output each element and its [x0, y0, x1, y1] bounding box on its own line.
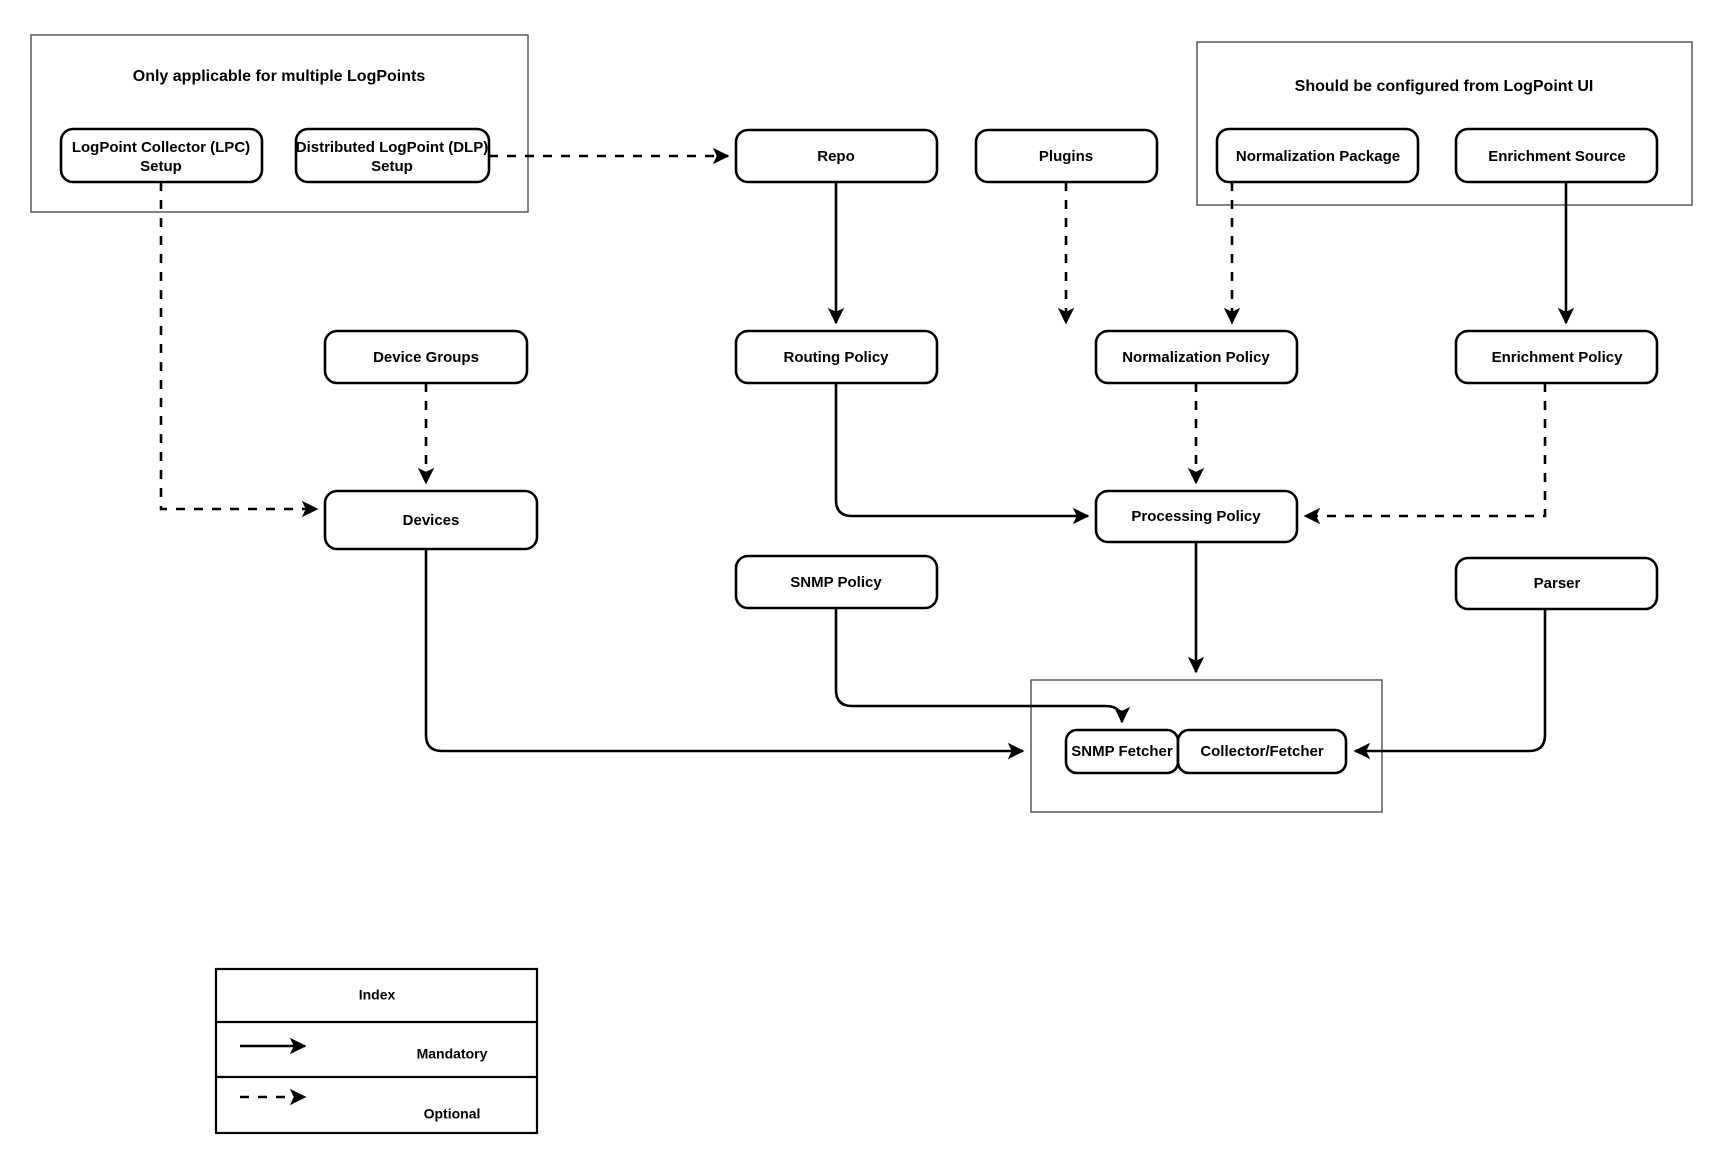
node-devices[interactable]: Devices: [323, 489, 539, 551]
node-dlp-setup-label-line2: Setup: [371, 158, 413, 175]
node-repo-box[interactable]: [734, 128, 939, 184]
group-logpoint-ui: Should be configured from LogPoint UI: [1196, 41, 1693, 206]
node-repo-label: Repo: [817, 148, 855, 165]
node-collector-fetcher[interactable]: Collector/Fetcher: [1176, 728, 1348, 775]
node-enrichment-source-box[interactable]: [1454, 127, 1659, 184]
node-lpc-setup-label-line2: Setup: [140, 158, 182, 175]
node-lpc-setup-label-line1: LogPoint Collector (LPC): [72, 139, 250, 156]
node-normalization-policy-label: Normalization Policy: [1122, 349, 1270, 366]
group-multi-logpoints-box: [30, 34, 529, 213]
node-repo[interactable]: Repo: [734, 128, 939, 184]
edge-enrichment-policy-to-processing-policy: [1303, 383, 1547, 525]
node-normalization-package[interactable]: Normalization Package: [1215, 127, 1420, 184]
node-plugins-label: Plugins: [1039, 148, 1093, 165]
node-normalization-package-box[interactable]: [1215, 127, 1420, 184]
node-processing-policy-label: Processing Policy: [1131, 508, 1261, 525]
node-device-groups-label: Device Groups: [373, 349, 479, 366]
node-routing-policy-box[interactable]: [734, 329, 939, 385]
edge-lpc-setup-to-devices: [159, 182, 319, 518]
edge-routing-policy-to-processing-policy: [834, 383, 1090, 525]
node-normalization-policy[interactable]: Normalization Policy: [1094, 329, 1299, 385]
node-enrichment-policy[interactable]: Enrichment Policy: [1454, 329, 1659, 385]
edge-parser-to-collector-fetcher: [1353, 609, 1547, 760]
legend-optional-label: Optional: [424, 1106, 481, 1122]
node-snmp-policy[interactable]: SNMP Policy: [734, 554, 939, 610]
node-devices-box[interactable]: [323, 489, 539, 551]
legend-mandatory-label: Mandatory: [417, 1046, 488, 1062]
node-enrichment-policy-label: Enrichment Policy: [1492, 349, 1624, 366]
legend-box: [214, 967, 539, 1135]
group-multi-logpoints-label: Only applicable for multiple LogPoints: [133, 68, 426, 85]
node-lpc-setup[interactable]: LogPoint Collector (LPC) Setup: [59, 127, 264, 184]
node-parser-label: Parser: [1534, 575, 1581, 592]
node-normalization-package-label: Normalization Package: [1236, 148, 1400, 165]
node-device-groups[interactable]: Device Groups: [323, 329, 529, 385]
node-dlp-setup[interactable]: Distributed LogPoint (DLP) Setup: [294, 127, 491, 184]
node-device-groups-box[interactable]: [323, 329, 529, 385]
group-fetcher: [1030, 679, 1383, 813]
node-snmp-policy-label: SNMP Policy: [790, 574, 882, 591]
group-logpoint-ui-label: Should be configured from LogPoint UI: [1295, 78, 1594, 95]
node-enrichment-source[interactable]: Enrichment Source: [1454, 127, 1659, 184]
node-plugins[interactable]: Plugins: [974, 128, 1159, 184]
node-collector-fetcher-label: Collector/Fetcher: [1200, 743, 1324, 760]
node-dlp-setup-box[interactable]: [294, 127, 491, 184]
node-routing-policy[interactable]: Routing Policy: [734, 329, 939, 385]
edge-devices-to-fetcher-group: [424, 549, 1025, 760]
node-snmp-fetcher[interactable]: SNMP Fetcher: [1064, 728, 1180, 775]
node-snmp-policy-box[interactable]: [734, 554, 939, 610]
node-enrichment-policy-box[interactable]: [1454, 329, 1659, 385]
node-collector-fetcher-box[interactable]: [1176, 728, 1348, 775]
node-normalization-policy-box[interactable]: [1094, 329, 1299, 385]
node-dlp-setup-label-line1: Distributed LogPoint (DLP): [296, 139, 488, 156]
node-enrichment-source-label: Enrichment Source: [1488, 148, 1626, 165]
node-processing-policy[interactable]: Processing Policy: [1094, 489, 1299, 544]
node-parser[interactable]: Parser: [1454, 556, 1659, 611]
legend: Index Mandatory Optional: [214, 967, 539, 1135]
node-lpc-setup-box[interactable]: [59, 127, 264, 184]
node-routing-policy-label: Routing Policy: [784, 349, 890, 366]
group-fetcher-box: [1030, 679, 1383, 813]
legend-title: Index: [359, 987, 396, 1003]
node-devices-label: Devices: [403, 512, 460, 529]
node-processing-policy-box[interactable]: [1094, 489, 1299, 544]
node-plugins-box[interactable]: [974, 128, 1159, 184]
group-multi-logpoints: Only applicable for multiple LogPoints: [30, 34, 529, 213]
group-logpoint-ui-box: [1196, 41, 1693, 206]
node-snmp-fetcher-label: SNMP Fetcher: [1071, 743, 1173, 760]
edge-snmp-policy-to-snmp-fetcher: [834, 608, 1131, 724]
node-parser-box[interactable]: [1454, 556, 1659, 611]
